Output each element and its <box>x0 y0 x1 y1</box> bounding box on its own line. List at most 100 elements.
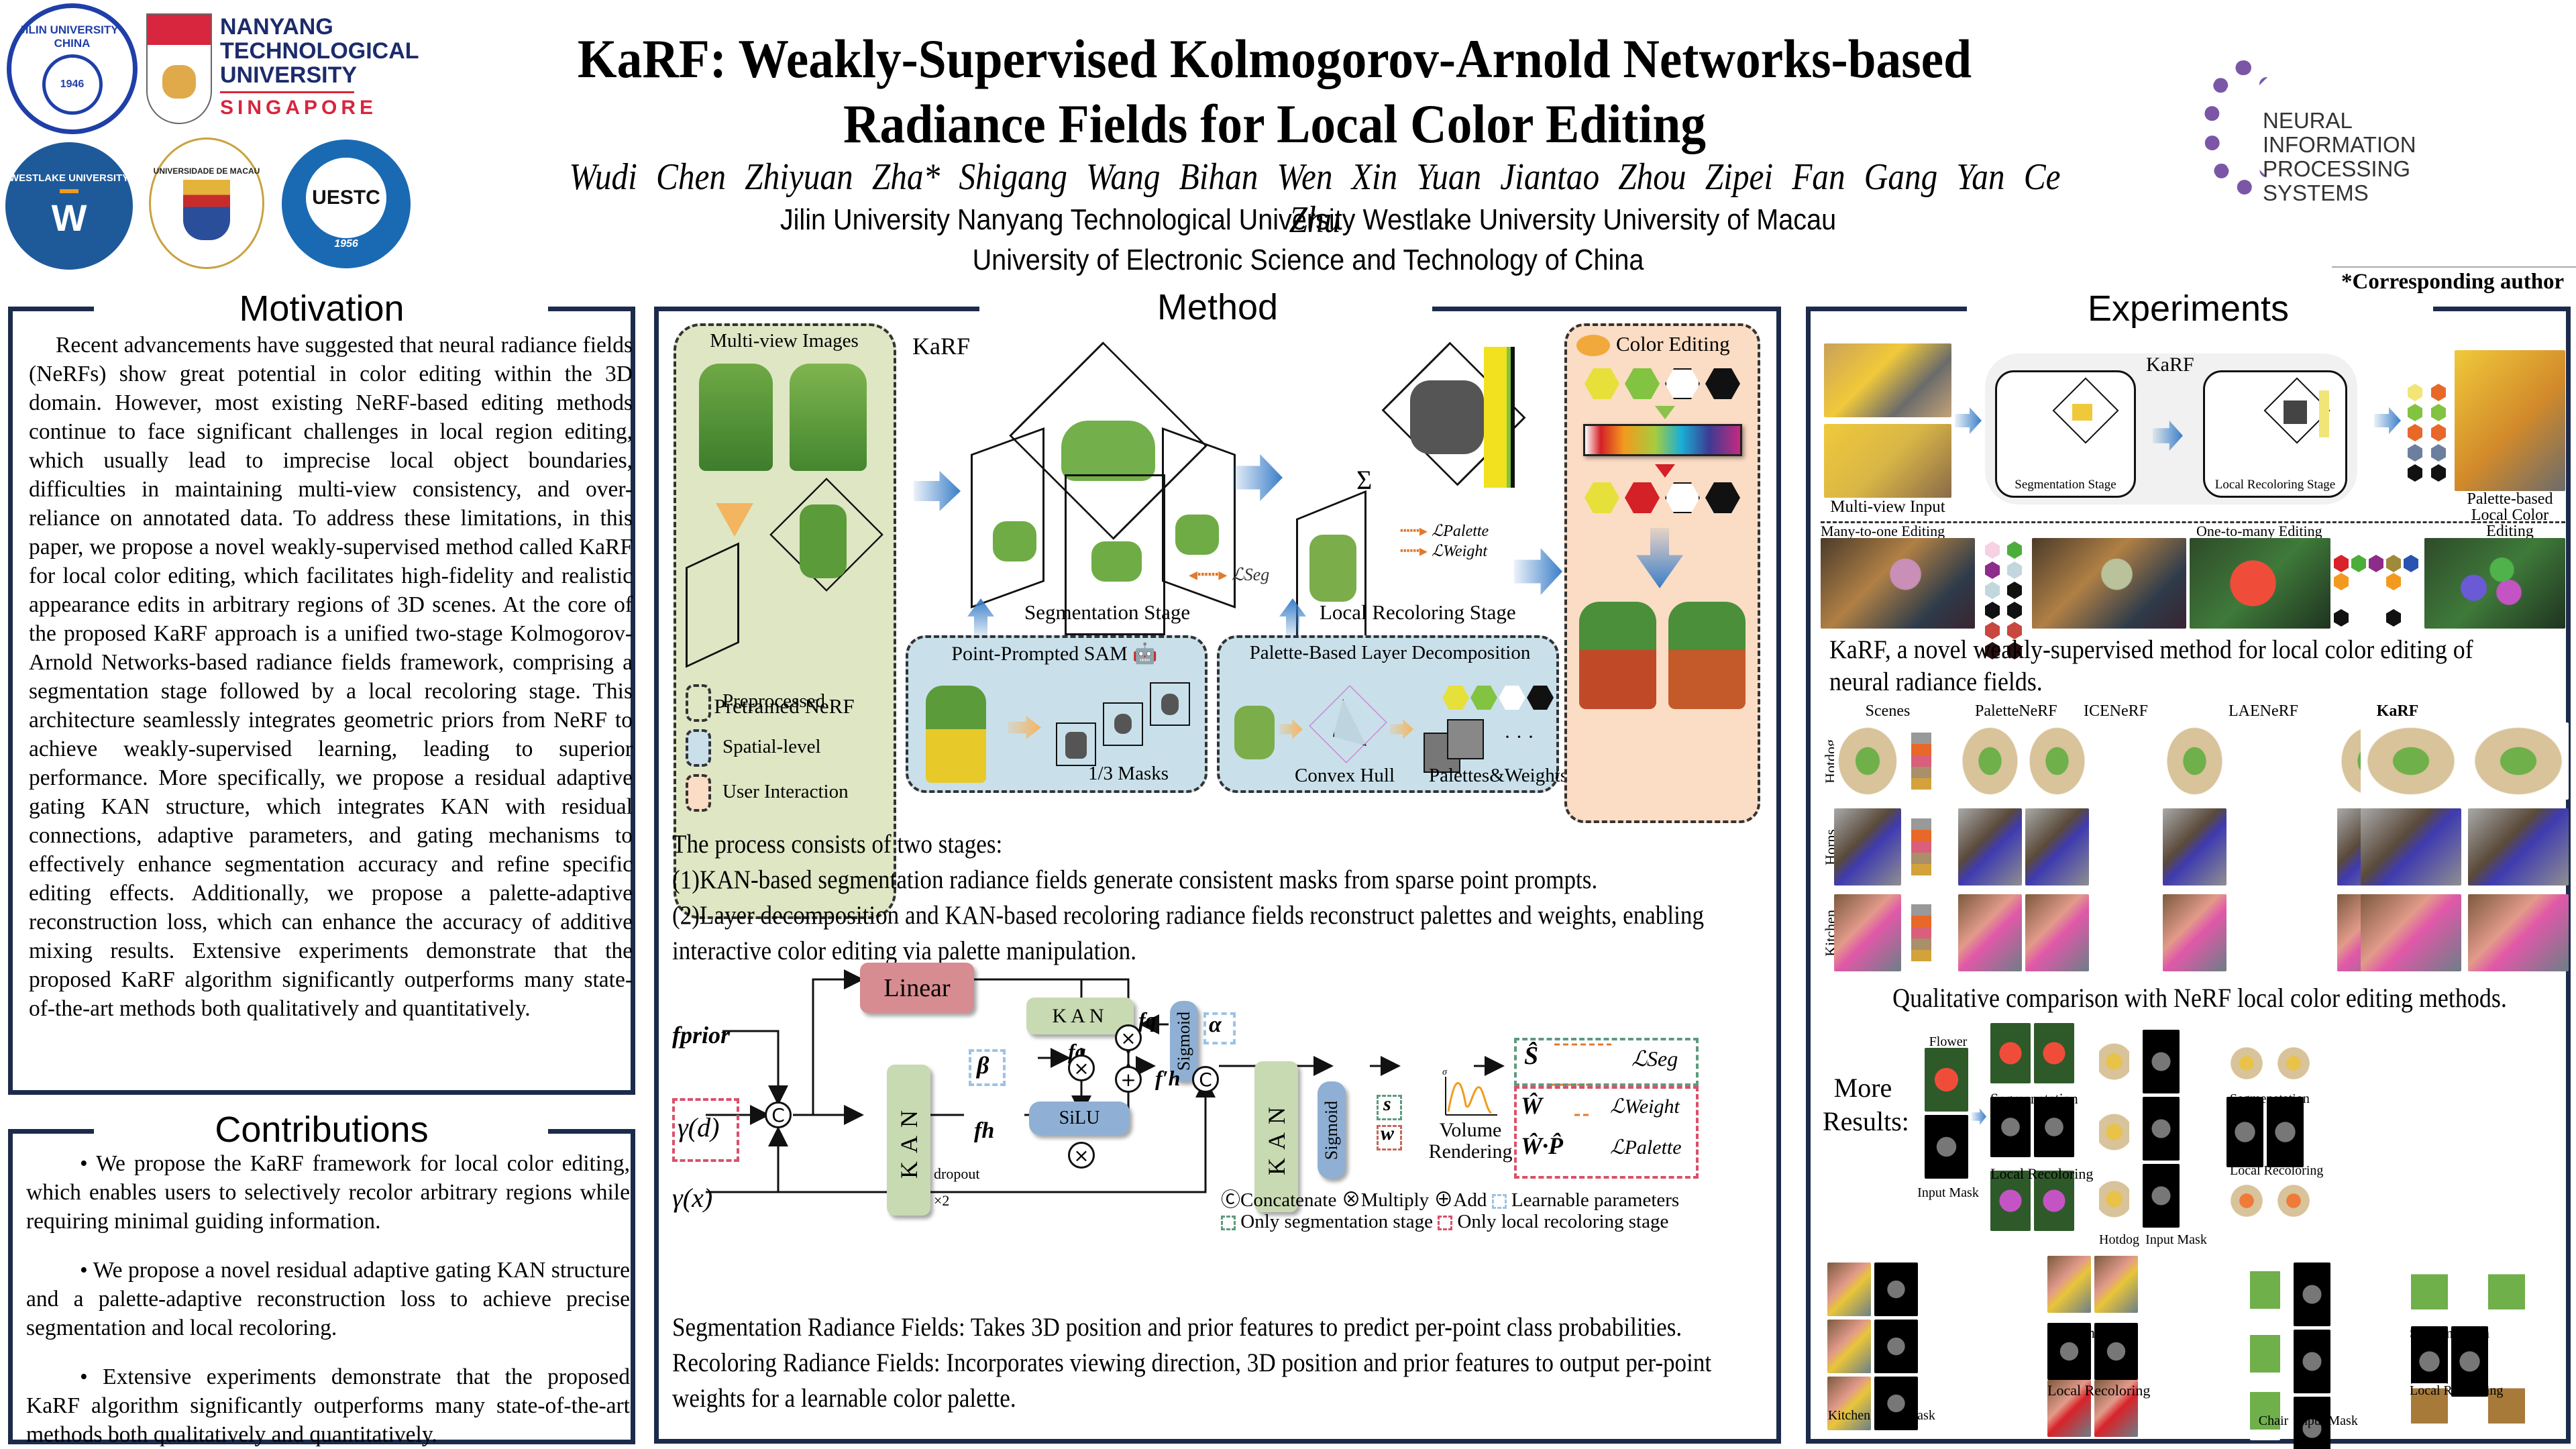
silu-block: SiLU <box>1029 1102 1130 1135</box>
legend-learnable-label: Learnable parameters <box>1511 1189 1680 1211</box>
palette-swatch <box>2431 444 2446 462</box>
sam-title-text: Point-Prompted SAM <box>951 643 1128 665</box>
w-output-label: w <box>1381 1122 1395 1144</box>
palette-swatch[interactable] <box>1665 368 1700 399</box>
palette-swatch[interactable] <box>1625 482 1660 513</box>
segmentation-stage-box <box>1995 370 2136 498</box>
jilin-university-logo: JILIN UNIVERSITY · CHINA 1946 <box>7 3 138 134</box>
uestc-logo: UESTC 1956 <box>282 140 411 268</box>
mask-thumbnail <box>1150 682 1190 726</box>
chair-image <box>926 686 986 783</box>
affiliations-line1: Jilin University Nanyang Technological U… <box>780 203 1837 236</box>
palette-swatch <box>2386 609 2401 627</box>
comparison-palette-bar <box>1911 818 1931 875</box>
color-spectrum-slider[interactable] <box>1583 424 1742 456</box>
hotdog-segmentation-label: Segmenetation <box>2230 1091 2310 1106</box>
down-arrow-icon <box>1655 406 1675 419</box>
affiliations-line2: University of Electronic Science and Tec… <box>972 244 1644 276</box>
concatenate-op-icon: C <box>765 1102 792 1128</box>
palette-swatch <box>1527 686 1554 710</box>
contributions-title: Contributions <box>215 1110 429 1150</box>
comparison-image <box>1834 894 1901 971</box>
palette-swatch <box>2408 424 2422 441</box>
recoloring-stage-label: Local Recoloring Stage <box>2214 478 2336 492</box>
experiments-title: Experiments <box>2087 288 2290 329</box>
palette-swatch <box>1985 622 2000 639</box>
palette-swatch[interactable] <box>1585 368 1619 399</box>
segmentation-fields-text: Segmentation Radiance Fields: Takes 3D p… <box>672 1313 1682 1342</box>
comparison-image <box>2468 722 2569 800</box>
right-arrow-icon <box>1972 1108 1986 1125</box>
method-panel: Method Multi-view Images Pretrained NeRF… <box>654 287 1781 1444</box>
comparison-image <box>2468 808 2569 885</box>
palette-swatch[interactable] <box>1705 368 1740 399</box>
chair-image <box>2250 1266 2280 1320</box>
concatenate-op-icon: C <box>1192 1066 1219 1093</box>
multiply-op-icon: × <box>1068 1055 1095 1081</box>
palette-swatch <box>1985 561 2000 579</box>
loss-seg-text: ℒSeg <box>1231 565 1270 584</box>
scene-image <box>2424 538 2565 629</box>
flower-results-grid <box>1990 1023 2078 1231</box>
many-to-one-label: Many-to-one Editing <box>1821 523 1945 539</box>
more-results-label: More Results: <box>1823 1071 1909 1138</box>
sigmoid-block: Sigmoid <box>1170 1001 1198 1081</box>
contributions-panel: Contributions • We propose the KaRF fram… <box>8 1110 635 1447</box>
comparison-palette-bar <box>1911 733 1931 790</box>
ntu-logo: NANYANG TECHNOLOGICAL UNIVERSITY SINGAPO… <box>146 13 455 127</box>
fields-description: Segmentation Radiance Fields: Takes 3D p… <box>672 1309 1771 1416</box>
palette-swatch <box>1985 602 2000 619</box>
hotdog-input-mask-label: Input Mask <box>2145 1232 2207 1247</box>
comparison-image <box>2025 894 2089 971</box>
hotdog-label: Hotdog <box>2099 1232 2139 1247</box>
palette-swatch <box>2369 555 2383 572</box>
palette-swatch <box>2007 622 2022 639</box>
uestc-logo-name: UESTC <box>312 186 380 209</box>
scene-image <box>2190 538 2330 629</box>
palette-swatch <box>2431 384 2446 401</box>
legend-user-interaction-label: User Interaction <box>722 781 849 802</box>
palette-swatch[interactable] <box>1585 482 1619 513</box>
ntu-logo-line2: TECHNOLOGICAL <box>220 38 419 64</box>
robot-icon: 🤖 <box>1132 643 1158 665</box>
mask-result <box>2294 1330 2330 1393</box>
palette-swatch <box>2408 384 2422 401</box>
palette-swatch[interactable] <box>1625 368 1660 399</box>
chair-image <box>790 364 867 471</box>
palette-based-line1: Palette-based <box>2467 490 2553 508</box>
palette-swatch <box>2007 541 2022 559</box>
comparison-image <box>2163 894 2226 971</box>
recoloring-loss-box <box>1514 1086 1699 1179</box>
flower-label: Flower <box>1929 1034 1968 1049</box>
recoloring-result <box>2411 1383 2448 1434</box>
sigmoid-block: Sigmoid <box>1318 1081 1346 1179</box>
alpha-param-box <box>1203 1012 1236 1044</box>
mask-result <box>2143 1030 2180 1093</box>
palette-swatch[interactable] <box>1665 482 1700 513</box>
volume-rendering-label: Volume Rendering <box>1428 1119 1513 1163</box>
overview-palette <box>2404 384 2451 491</box>
learnable-legend-icon <box>1491 1194 1507 1210</box>
palette-swatch[interactable] <box>1705 482 1740 513</box>
legend-seg-only-label: Only segmentation stage <box>1240 1211 1433 1232</box>
times2-label: ×2 <box>934 1192 950 1209</box>
chair-image <box>2250 1387 2280 1440</box>
palette-swatch <box>1499 686 1525 710</box>
decomposition-title: Palette-Based Layer Decomposition <box>1249 642 1531 663</box>
sigmoid-text: Sigmoid <box>1174 1011 1194 1071</box>
chair-input-mask-label: Input Mask <box>2296 1413 2358 1428</box>
l-weight-label: ℒWeight <box>1610 1095 1680 1118</box>
kan-block-vertical: KAN <box>887 1065 930 1216</box>
ntu-logo-line4: SINGAPORE <box>220 97 378 119</box>
mask-result <box>2034 1097 2074 1157</box>
poster-title-line1: KaRF: Weakly-Supervised Kolmogorov-Arnol… <box>577 28 1972 89</box>
comparison-image <box>1958 894 2022 971</box>
mask-result <box>2294 1263 2330 1326</box>
segmentation-label: Segmenetation <box>1990 1090 2078 1107</box>
kan-vertical-text: KAN <box>895 1102 922 1179</box>
dropout-label: dropout <box>934 1165 980 1182</box>
mask-result <box>1874 1320 1918 1373</box>
comparison-image <box>1958 808 2022 885</box>
input-mask-label: Input Mask <box>1917 1185 1979 1200</box>
